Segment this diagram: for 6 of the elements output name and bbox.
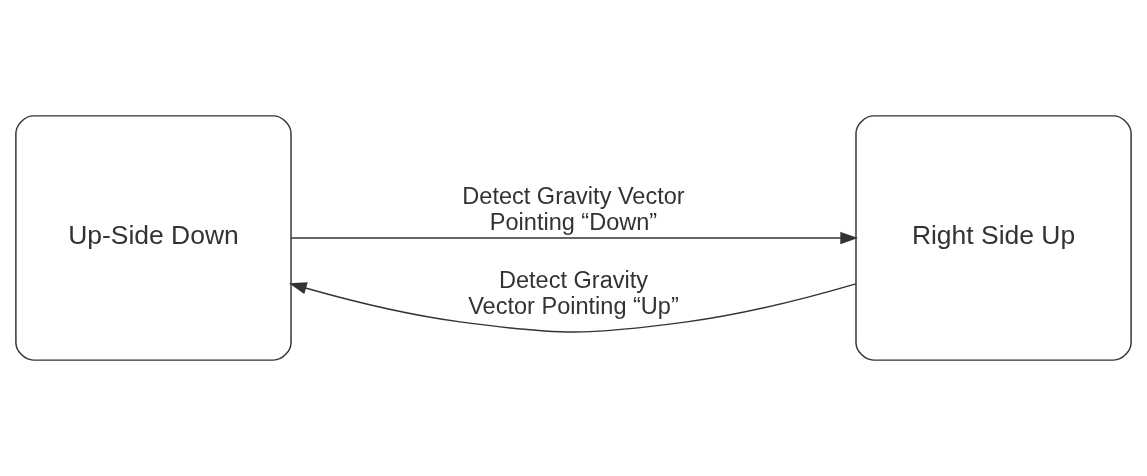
- node-box: Right Side Up: [855, 115, 1132, 361]
- arrow: [289, 282, 857, 333]
- edge-label: Detect Gravity Vector Pointing “Up”: [468, 266, 679, 320]
- arrow: [290, 231, 858, 245]
- node-box: Up-Side Down: [15, 115, 292, 361]
- edge-label: Detect Gravity Vector Pointing “Down”: [462, 182, 685, 236]
